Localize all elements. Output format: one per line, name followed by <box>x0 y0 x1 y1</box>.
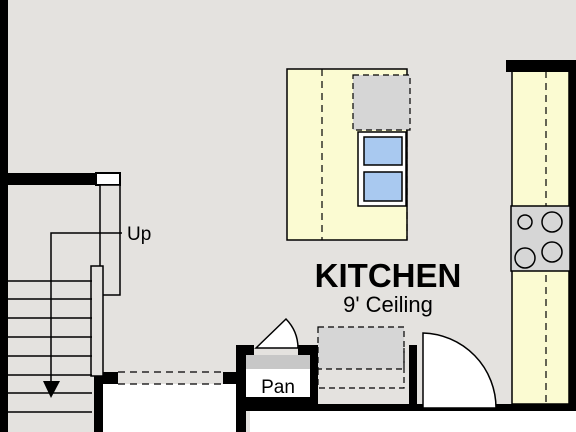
room-name: KITCHEN <box>315 257 462 294</box>
stairs-label: Up <box>127 224 151 245</box>
opening-header <box>118 371 223 385</box>
island-sink <box>357 131 407 207</box>
lower-counter-appliance <box>317 326 405 389</box>
kitchen-island <box>286 68 411 241</box>
swing-door <box>422 332 497 409</box>
lower-room-right <box>250 410 576 432</box>
lower-room-left <box>103 384 241 432</box>
pantry-label: Pan <box>261 377 295 398</box>
staircase <box>8 184 122 413</box>
stair-arrow-icon <box>43 381 60 398</box>
island-dishwasher <box>352 74 411 131</box>
cooktop-range <box>510 205 571 272</box>
ceiling-height-label: 9' Ceiling <box>343 292 433 317</box>
pantry-door <box>246 317 310 397</box>
